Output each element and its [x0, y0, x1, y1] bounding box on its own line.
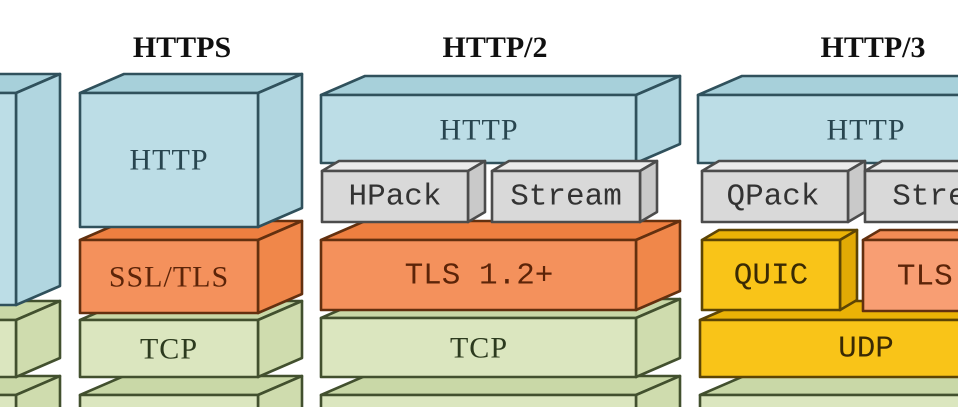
- box-http3-quic: QUIC: [700, 228, 859, 312]
- box-front-face: [0, 91, 18, 307]
- box-front-face: [696, 93, 958, 165]
- label-http2-ip: IP: [465, 404, 494, 407]
- box-http3-http: HTTP: [696, 74, 958, 165]
- box-side-face: [638, 159, 659, 224]
- label-http2-tcp: TCP: [450, 332, 508, 365]
- box-https-ip: IP: [78, 374, 304, 407]
- box-http3-udp: UDP: [698, 299, 958, 379]
- label-http2-hpack: HPack: [348, 180, 441, 215]
- box-top-face: [698, 374, 958, 397]
- label-https-http: HTTP: [130, 144, 209, 177]
- stack-http2: HTTP/2 IP TCP TLS 1.2+ HTTP: [319, 31, 682, 407]
- box-front-face: [863, 169, 958, 224]
- box-top-face: [700, 228, 859, 242]
- box-top-face: [320, 159, 487, 173]
- box-http2-ip: IP: [319, 374, 682, 407]
- label-https-ssl-tls: SSL/TLS: [109, 261, 229, 294]
- box-side-face: [634, 374, 682, 407]
- box-side-face: [838, 228, 859, 312]
- box-http1-tcp: [0, 299, 62, 379]
- box-front-face: [319, 238, 638, 312]
- box-top-face: [863, 159, 958, 173]
- label-http3-stream: Stream: [892, 180, 958, 215]
- box-http3-tls13: TLS 1.3: [861, 228, 958, 313]
- box-front-face: [861, 238, 958, 313]
- label-http2-http: HTTP: [440, 114, 519, 147]
- label-http3-qpack: QPack: [726, 180, 819, 215]
- label-http3-udp: UDP: [838, 332, 894, 367]
- label-http2-stream: Stream: [510, 180, 622, 215]
- box-side-face: [14, 374, 62, 407]
- label-http3-http: HTTP: [827, 114, 906, 147]
- box-front-face: [700, 169, 850, 224]
- box-top-face: [700, 159, 867, 173]
- box-front-face: [78, 91, 260, 229]
- box-top-face: [319, 374, 682, 397]
- box-front-face: [700, 238, 842, 312]
- box-top-face: [696, 74, 958, 97]
- box-front-face: [319, 316, 638, 379]
- box-front-face: [78, 238, 260, 315]
- stack-http3: HTTP/3 IP UDP HTTP QUIC TLS 1.3: [696, 31, 958, 407]
- box-http3-stream: Stream: [863, 159, 958, 224]
- box-front-face: [0, 318, 18, 379]
- box-http2-http: HTTP: [319, 74, 682, 165]
- box-http1-http: [0, 72, 62, 307]
- box-front-face: [320, 169, 470, 224]
- label-http3-quic: QUIC: [734, 259, 808, 294]
- box-http2-stream: Stream: [490, 159, 659, 224]
- box-http2-tls12: TLS 1.2+: [319, 219, 682, 312]
- box-top-face: [319, 219, 682, 242]
- stack-https: HTTPS IP TCP SSL/TLS HTTP: [78, 31, 304, 407]
- box-front-face: [698, 393, 958, 407]
- box-front-face: [0, 393, 18, 407]
- box-side-face: [14, 72, 62, 307]
- box-top-face: [319, 74, 682, 97]
- box-http1-ip: [0, 374, 62, 407]
- box-side-face: [256, 374, 304, 407]
- box-side-face: [466, 159, 487, 224]
- box-http3-ip: IP: [698, 374, 958, 407]
- box-front-face: [490, 169, 642, 224]
- box-http3-qpack: QPack: [700, 159, 867, 224]
- box-side-face: [256, 72, 304, 229]
- box-https-ssl-tls: SSL/TLS: [78, 219, 304, 315]
- box-https-http: HTTP: [78, 72, 304, 229]
- box-top-face: [861, 228, 958, 242]
- stack-https-title: HTTPS: [133, 31, 231, 64]
- label-http3-tls13: TLS 1.3: [897, 260, 958, 295]
- label-http3-ip: IP: [852, 404, 881, 407]
- label-https-ip: IP: [155, 404, 184, 407]
- box-side-face: [846, 159, 867, 224]
- box-front-face: [319, 393, 638, 407]
- stack-http3-title: HTTP/3: [820, 31, 925, 64]
- stack-http2-title: HTTP/2: [442, 31, 547, 64]
- box-front-face: [698, 318, 958, 379]
- box-front-face: [78, 318, 260, 379]
- stack-http-partial: HTTP: [0, 72, 62, 407]
- box-top-face: [490, 159, 659, 173]
- box-front-face: [78, 393, 260, 407]
- box-http2-hpack: HPack: [320, 159, 487, 224]
- label-https-tcp: TCP: [140, 333, 198, 366]
- label-http2-tls12: TLS 1.2+: [405, 259, 554, 294]
